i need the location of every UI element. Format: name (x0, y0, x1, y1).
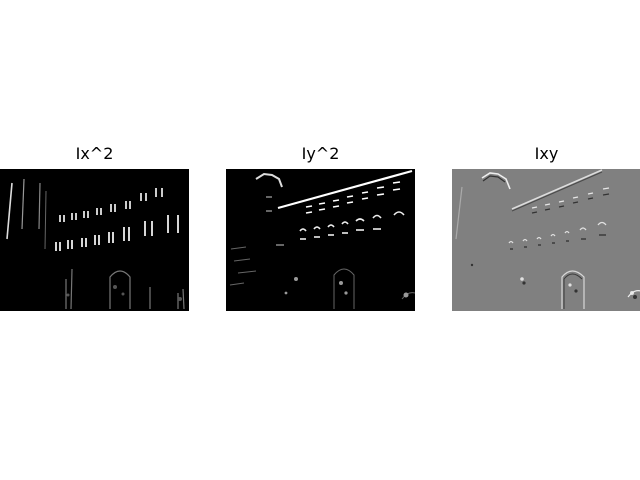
panel-title-ix2: Ix^2 (75, 144, 114, 163)
ixy-image (452, 169, 640, 311)
panel-title-ixy: Ixy (534, 144, 559, 163)
iy2-image (226, 169, 415, 311)
panel-title-iy2: Iy^2 (301, 144, 340, 163)
ix2-image (0, 169, 189, 311)
